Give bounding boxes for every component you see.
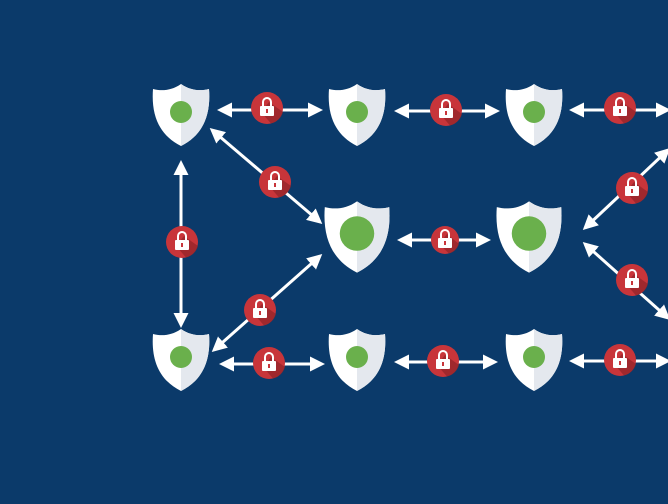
shield-icon xyxy=(328,329,386,391)
padlock-icon xyxy=(616,172,648,204)
padlock-icon xyxy=(251,92,283,124)
padlock-icon xyxy=(430,94,462,126)
node-status-dot xyxy=(346,101,368,123)
padlock-icon xyxy=(253,347,285,379)
node-status-dot xyxy=(523,346,545,368)
padlock-icon xyxy=(431,226,459,254)
padlock-icon xyxy=(616,264,648,296)
node-status-dot xyxy=(339,216,375,251)
padlock-icon xyxy=(427,345,459,377)
padlock-icon xyxy=(166,226,198,258)
node-status-dot xyxy=(346,346,368,368)
node-status-dot xyxy=(523,101,545,123)
shield-icon xyxy=(152,329,210,391)
padlock-icon xyxy=(604,344,636,376)
node-status-dot xyxy=(170,101,192,123)
shield-icon xyxy=(505,329,563,391)
shield-icon xyxy=(324,201,390,273)
padlock-icon xyxy=(244,294,276,326)
shield-icon xyxy=(496,201,562,273)
padlock-icon xyxy=(604,92,636,124)
shield-icon xyxy=(152,84,210,146)
shield-icon xyxy=(505,84,563,146)
shield-icon xyxy=(328,84,386,146)
padlock-icon xyxy=(259,166,291,198)
node-status-dot xyxy=(170,346,192,368)
node-status-dot xyxy=(511,216,547,251)
